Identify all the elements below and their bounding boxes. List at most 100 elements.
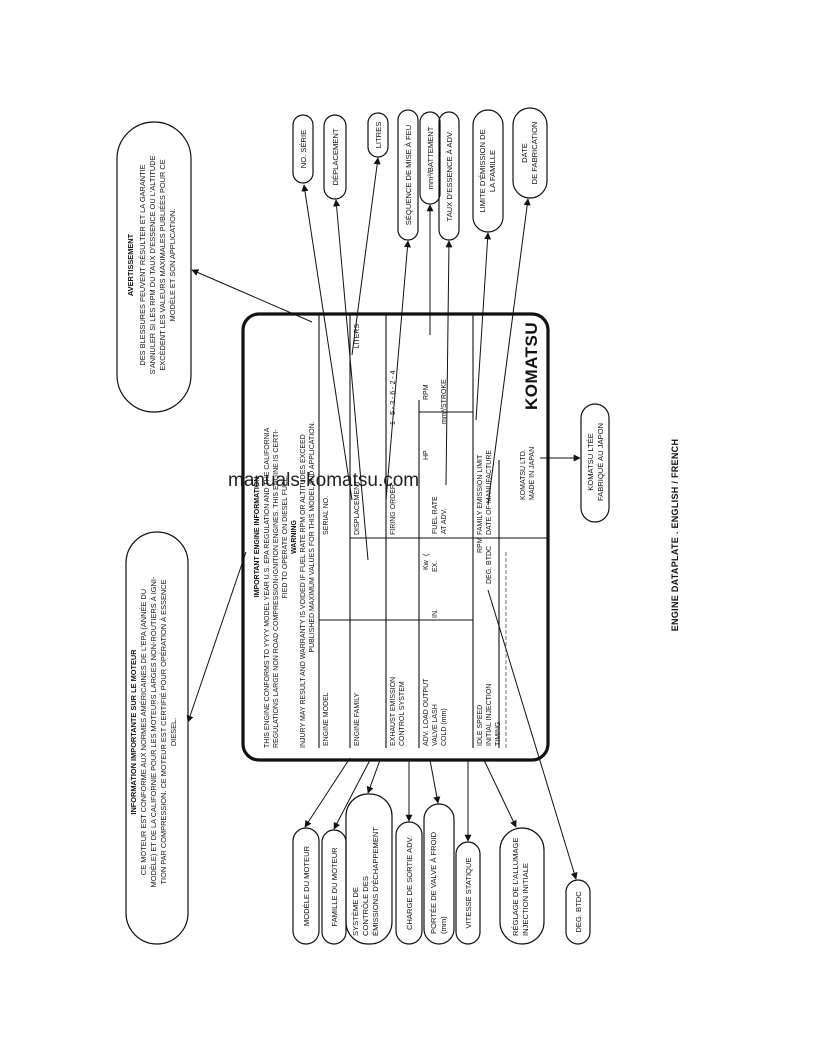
plate-firing-values: 1 - 5 - 3 - 6 - 2 - 4 [390, 370, 397, 425]
pill-no-serie [292, 114, 314, 184]
label-famille: FAMILLE DU MOTEUR [330, 847, 339, 927]
plate-idle-rpm: RPM [477, 537, 484, 553]
plate-fuel-rate-1: FUEL RATE [432, 496, 439, 534]
plate-exhaust-2: CONTROL SYSTEM [399, 681, 406, 746]
fr-warning-line-2: S'ANNULER SI LES RPM DU TAUX D'ESSENCE O… [148, 155, 157, 374]
pill-deplacement [323, 114, 347, 200]
label-charge: CHARGE DE SORTIE ADV. [405, 836, 414, 930]
plate-kw: Kw [423, 559, 430, 570]
fr-info-line-2: MODÈLE) ET DE LA CALIFORNIE POUR LES MOT… [149, 576, 158, 887]
fr-info-box [125, 531, 189, 945]
plate-info-line-1: THIS ENGINE CONFORMS TO YYYY MODEL YEAR … [264, 427, 271, 748]
plate-border [241, 312, 550, 762]
label-limite: LIMITE D'ÉMISSION DE LA FAMILLE [478, 129, 497, 212]
plate-exhaust-1: EXHAUST EMISSION [390, 677, 397, 746]
fr-maker-line-1: KOMATSU LTÉE [586, 433, 595, 491]
fr-warning-text: AVERTISSEMENT DES BLESSURES PEUVENT RÉSU… [126, 155, 177, 374]
arrow-sequence [385, 240, 411, 501]
arrow-deg [487, 589, 578, 880]
plate-rpm: RPM [423, 384, 430, 400]
plate-mm3-stroke: mm³/STROKE [441, 379, 448, 424]
fr-warning-line-4: MODÈLE ET SON APPLICATION. [168, 209, 177, 322]
fr-maker-line-2: FABRIQUÉ AU JAPON [596, 423, 605, 501]
plate-serial-no: SERIAL NO. [323, 496, 330, 535]
svg-text:PORTÉE DE VALVE À FROID: PORTÉE DE VALVE À FROID [429, 831, 438, 934]
fr-maker-box [580, 403, 610, 523]
plate-idle-speed: IDLE SPEED [477, 705, 484, 746]
plate-firing-order: FIRING ORDER [390, 484, 397, 535]
arrow-serie [301, 184, 353, 501]
svg-text:CONTRÔLE DES: CONTRÔLE DES [361, 876, 370, 936]
watermark: manuals-komatsu.com [228, 470, 419, 491]
plate-warning-title: WARNING [291, 520, 298, 554]
plate-engine-model: ENGINE MODEL [323, 692, 330, 746]
figure-caption: ENGINE DATAPLATE . ENGLISH / FRENCH [670, 439, 680, 632]
svg-text:(mm): (mm) [439, 916, 448, 934]
plate-info-title: IMPORTANT ENGINE INFORMATION [254, 477, 261, 598]
label-deplacement: DÉPLACEMENT [331, 128, 340, 185]
pill-deg [565, 879, 591, 945]
arrow-litres [351, 157, 381, 356]
pill-limite [472, 109, 504, 233]
plate-displacement: DISPLACEMENT [354, 480, 361, 535]
label-modele: MODÈLE DU MOTEUR [302, 845, 311, 926]
arrow-reglage [483, 759, 517, 828]
plate-in: IN. [432, 609, 439, 618]
plate-adv-load: ADV. LOAD OUTPUT [423, 678, 430, 746]
komatsu-logo: KOMATSU [522, 322, 541, 410]
pill-taux [438, 111, 460, 241]
plate-kw-paren: ( [423, 553, 430, 556]
plate-deg-btdc: DEG. BTDC [486, 546, 493, 584]
plate-liters: LITERS [354, 324, 361, 349]
fr-warning-line-1: DES BLESSURES PEUVENT RÉSULTER ET LA GAR… [138, 164, 147, 365]
label-vitesse: VITESSE STATIQUE [464, 857, 473, 928]
label-reglage: RÉGLAGE DE L'ALLUMAGE INJECTION INITIALE [511, 837, 530, 936]
svg-text:LA FAMILLE: LA FAMILLE [488, 150, 497, 192]
pill-charge [395, 821, 423, 945]
label-systeme: SYSTÈME DE CONTRÔLE DES ÉMISSIONS D'ÉCHA… [351, 827, 380, 936]
pill-date [512, 107, 548, 199]
plate-hp: HP [423, 450, 430, 460]
svg-text:LIMITE D'ÉMISSION DE: LIMITE D'ÉMISSION DE [478, 129, 487, 212]
arrow-deplacement [333, 199, 369, 561]
svg-text:RÉGLAGE DE L'ALLUMAGE: RÉGLAGE DE L'ALLUMAGE [511, 837, 520, 936]
arrow-date [487, 198, 531, 506]
arrow-warning [191, 269, 313, 323]
arrow-systeme [366, 759, 381, 794]
arrow-famille [333, 759, 371, 830]
plate-valve-1: VALVE LASH [432, 704, 439, 746]
plate-info-line-3: FIED TO OPERATE ON DIESEL FUEL. [282, 475, 289, 598]
svg-text:DATE: DATE [520, 143, 529, 163]
pill-litres [367, 112, 389, 158]
pill-portee [423, 803, 455, 945]
fr-warning-line-3: EXCÈDENT LES VALEURS MAXIMALES PUBLIÉES … [158, 159, 167, 370]
plate-grid [318, 314, 548, 748]
plate-fuel-rate-2: AT ADV. [441, 508, 448, 534]
plate-warning-line-1: INJURY MAY RESULT AND WARRANTY IS VOIDED… [300, 434, 307, 748]
fr-info-title: INFORMATION IMPORTANTE SUR LE MOTEUR [129, 649, 138, 815]
label-taux: TAUX D'ESSENCE À ADV. [445, 131, 454, 222]
label-sequence: SÉQUENCE DE MISE À FEU [404, 125, 413, 225]
plate-engine-family: ENGINE FAMILY [354, 693, 361, 746]
label-no-serie: NO. SÉRIE [299, 130, 308, 168]
fr-info-line-3: TION PAR COMPRESSION. CE MOTEUR EST CERT… [159, 579, 168, 884]
fr-info-line-4: DIESEL. [169, 718, 178, 746]
pill-modele [292, 827, 320, 945]
plate-warning-line-2: PUBLISHED MAXIMUM VALUES FOR THIS MODEL … [309, 421, 316, 652]
plate-valve-2: COLD (mm) [441, 708, 448, 746]
pill-vitesse [455, 841, 481, 945]
svg-text:ÉMISSIONS D'ÉCHAPPEMENT: ÉMISSIONS D'ÉCHAPPEMENT [371, 827, 380, 936]
pill-systeme [345, 793, 393, 945]
plate-maker-1: KOMATSU LTD. [520, 449, 527, 500]
plate-ex: EX. [432, 561, 439, 572]
arrow-portee [429, 759, 441, 804]
svg-text:SYSTÈME DE: SYSTÈME DE [351, 887, 360, 936]
fr-warning-title: AVERTISSEMENT [126, 233, 135, 296]
plate-initial-1: INITIAL INJECTION [486, 684, 493, 746]
fr-maker-text: KOMATSU LTÉE FABRIQUÉ AU JAPON [586, 423, 605, 501]
pill-sequence [397, 109, 419, 241]
label-litres: LITRES [374, 122, 383, 149]
leader-arrows [186, 157, 581, 880]
plate-initial-2: TIMING [495, 722, 502, 747]
